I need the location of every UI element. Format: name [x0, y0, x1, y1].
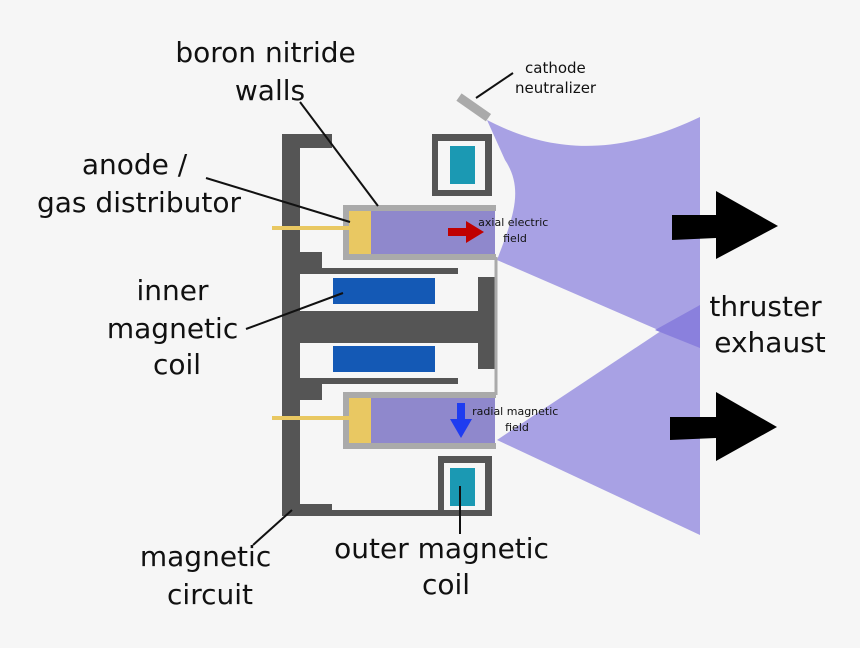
label-outer-magnetic-coil: outer magnetic coil — [334, 532, 558, 601]
upper-plume — [487, 117, 700, 348]
label-inner-magnetic-coil: inner magnetic coil — [107, 274, 247, 381]
magnetic-circuit-body — [282, 134, 496, 516]
boron-nitride-walls — [343, 205, 498, 449]
plume-overlap — [655, 305, 700, 348]
leader-lines — [205, 72, 514, 546]
exhaust-plume — [487, 117, 700, 535]
upper-anode — [349, 211, 371, 254]
inner-coil-top — [333, 278, 435, 304]
axial-electric-field-arrow-icon — [448, 221, 484, 243]
lower-plume — [497, 305, 700, 535]
exhaust-arrow-bottom-icon — [670, 392, 777, 461]
label-radial-magnetic-field: radial magnetic field — [472, 405, 562, 434]
lower-gas-feed — [272, 416, 349, 420]
radial-magnetic-field-arrow-icon — [450, 403, 472, 438]
label-boron-nitride-walls: boron nitride walls — [175, 36, 364, 107]
lower-anode — [349, 398, 371, 443]
label-anode-gas-distributor: anode / gas distributor — [37, 148, 241, 219]
label-cathode-neutralizer: cathode neutralizer — [515, 59, 597, 97]
inner-coil-bottom — [333, 346, 435, 372]
exhaust-arrow-top-icon — [672, 191, 778, 259]
outer-coil-top — [450, 146, 475, 184]
label-thruster-exhaust: thruster exhaust — [709, 290, 830, 359]
outer-coil-bottom — [450, 468, 475, 506]
label-axial-electric-field: axial electric field — [478, 216, 552, 245]
cathode-neutralizer-icon — [456, 93, 492, 122]
label-magnetic-circuit: magnetic circuit — [140, 540, 280, 611]
upper-gas-feed — [272, 226, 349, 230]
